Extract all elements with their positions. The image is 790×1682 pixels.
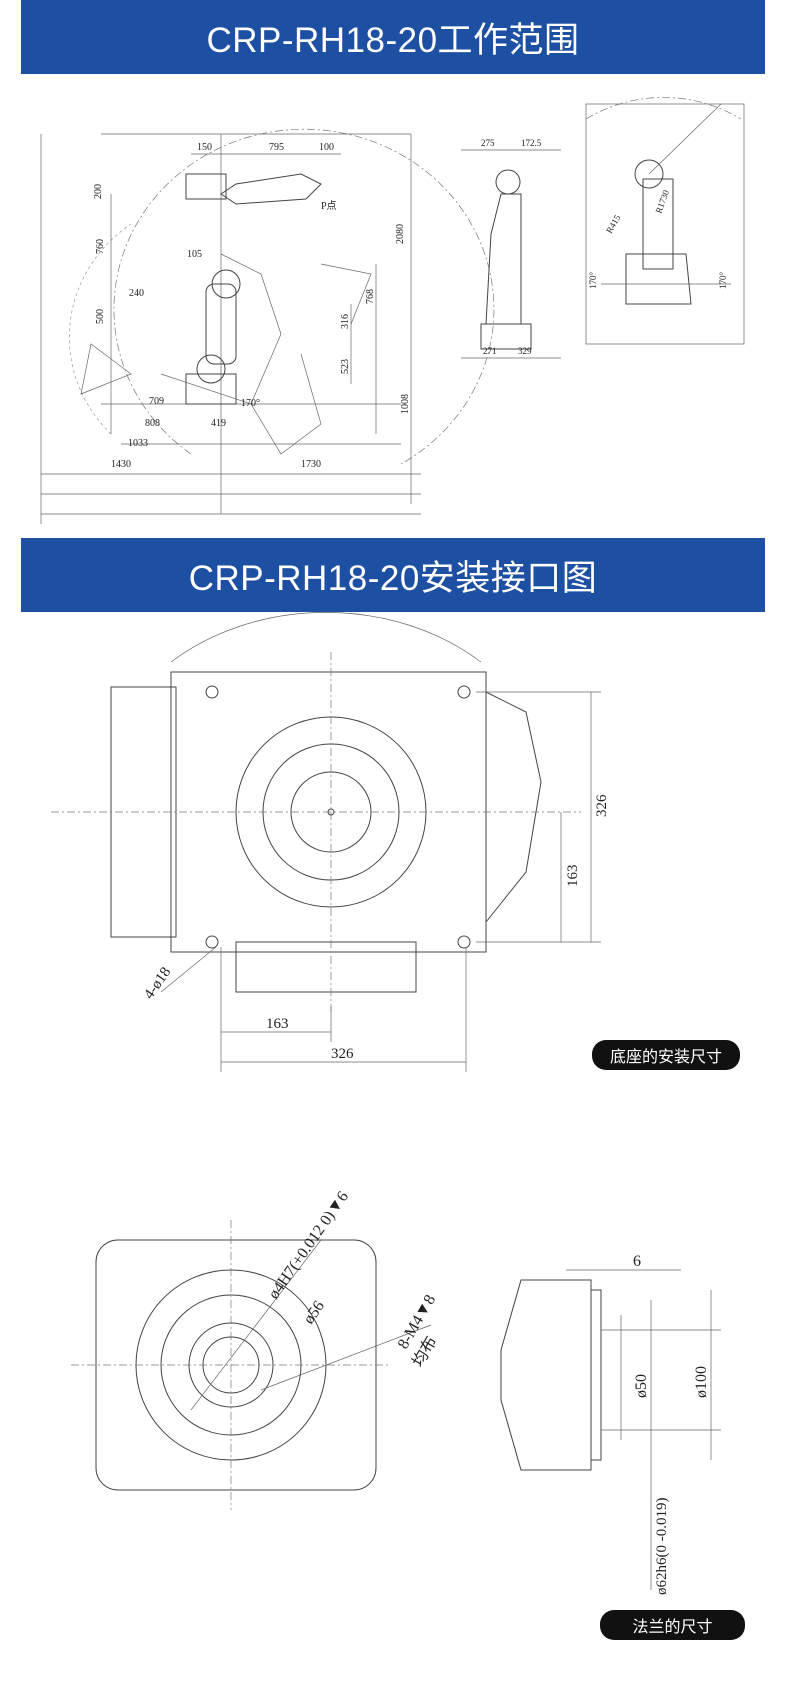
dim-right-768: 768: [365, 289, 376, 304]
dim-flange-pcd: ø56: [300, 1298, 328, 1327]
workspace-title: CRP-RH18-20工作范围: [206, 20, 580, 60]
dim-top-r1730: R1730: [653, 188, 671, 214]
dim-base-holes: 4-ø18: [141, 964, 174, 1002]
dim-base-163-h: 163: [266, 1016, 289, 1032]
dim-left-500: 500: [95, 309, 106, 324]
dim-flange-d50: ø50: [633, 1374, 650, 1398]
dim-flange-bore: ø4H7(+0.012 0)▼6: [265, 1188, 352, 1302]
dim-side-271: 271: [483, 346, 497, 356]
dim-right-316: 316: [340, 314, 351, 329]
dim-bottom-709: 709: [149, 396, 164, 407]
dim-top-170a: 170°: [588, 272, 598, 290]
dim-side-172: 172.5: [521, 138, 542, 148]
flange-caption: 法兰的尺寸: [600, 1610, 745, 1640]
dim-left-760: 760: [95, 239, 106, 254]
dim-right-523: 523: [340, 359, 351, 374]
dim-inner-p: P点: [321, 200, 337, 212]
dim-left-200: 200: [93, 184, 104, 199]
dim-bottom-419: 419: [211, 418, 226, 429]
dim-top-100: 100: [319, 142, 334, 153]
dim-top-170b: 170°: [718, 272, 728, 290]
dim-base-326-v: 326: [594, 794, 610, 817]
dim-inner-170a: 170°: [241, 398, 260, 409]
dim-inner-240: 240: [129, 288, 144, 299]
dim-side-329: 329: [518, 346, 532, 356]
dim-top-r415: R415: [604, 213, 623, 235]
interface-title: CRP-RH18-20安装接口图: [188, 558, 598, 598]
interface-title-banner: CRP-RH18-20安装接口图: [21, 538, 765, 612]
dim-top-150: 150: [197, 142, 212, 153]
workspace-drawing: 150 795 100 200 760 500 2080 768 316 523…: [21, 74, 765, 538]
dim-base-163-v: 163: [565, 865, 581, 888]
dim-base-326-h: 326: [331, 1046, 354, 1062]
base-caption: 底座的安装尺寸: [592, 1040, 740, 1070]
dim-inner-105: 105: [187, 249, 202, 260]
dim-bottom-808: 808: [145, 418, 160, 429]
base-drawing: 163 326 326 163 4-ø18: [21, 612, 765, 1112]
dim-flange-depth: 6: [633, 1253, 641, 1270]
dim-top-795: 795: [269, 142, 284, 153]
dim-bottom-1730: 1730: [301, 459, 321, 470]
dim-side-275: 275: [481, 138, 495, 148]
dim-bottom-1033: 1033: [128, 438, 148, 449]
dim-flange-d100: ø100: [693, 1366, 710, 1398]
flange-drawing: ø4H7(+0.012 0)▼6 ø56 8-M4▼8 均布 6 ø50 ø10…: [21, 1150, 765, 1610]
dim-bottom-1430: 1430: [111, 459, 131, 470]
dim-right-1008: 1008: [400, 394, 411, 414]
dim-flange-d62: ø62h6(0 -0.019): [654, 1498, 670, 1596]
workspace-title-banner: CRP-RH18-20工作范围: [21, 0, 765, 74]
dim-right-2080: 2080: [395, 224, 406, 244]
